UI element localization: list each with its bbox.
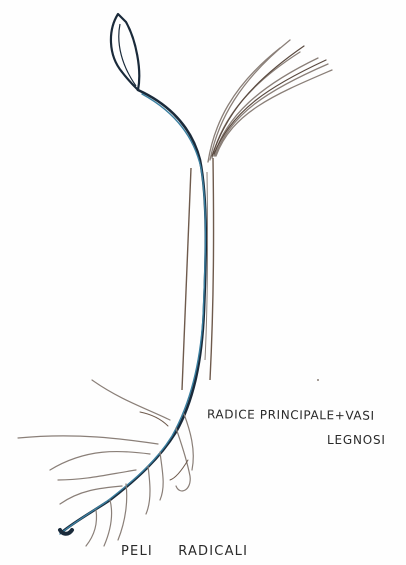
- cotyledon-inner: [119, 24, 136, 86]
- root-hairs: [18, 380, 193, 546]
- vessel-line-right: [210, 158, 214, 380]
- root-tip: [60, 530, 72, 534]
- cotyledon-leaf: [111, 14, 139, 90]
- stray-dot: [317, 379, 319, 381]
- label-radice-principale: RADICE PRINCIPALE+VASI: [207, 407, 375, 422]
- label-peli-radicali: PELI RADICALI: [121, 544, 248, 559]
- label-legnosi: LEGNOSI: [327, 433, 386, 447]
- vascular-line: [60, 94, 205, 534]
- vessel-fan: [208, 40, 332, 162]
- vessel-line-left: [182, 168, 191, 390]
